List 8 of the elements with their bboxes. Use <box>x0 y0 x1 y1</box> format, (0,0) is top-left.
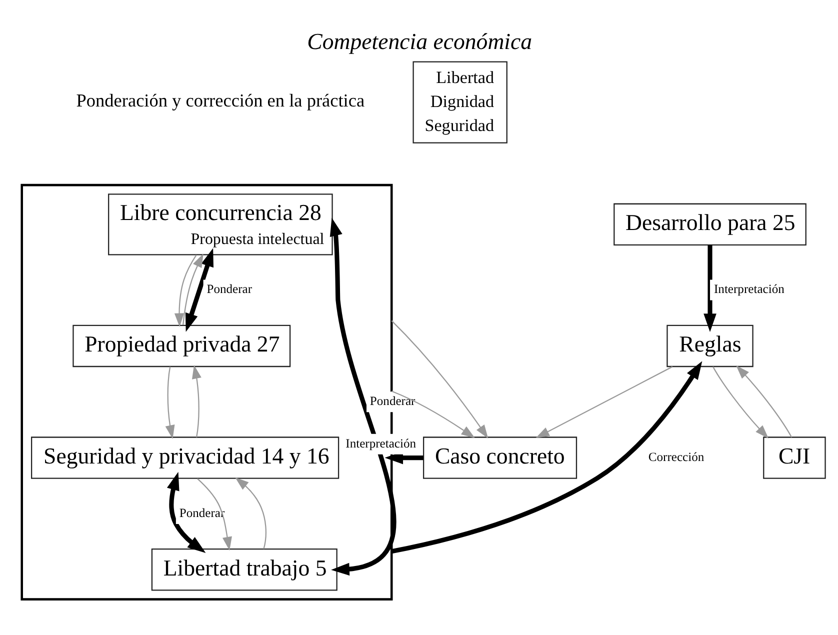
edge-label: Ponderar <box>206 282 252 296</box>
label: Ponderación y corrección en la práctica <box>76 90 365 110</box>
diagram-title: Competencia económica <box>307 28 532 54</box>
edge-label: Interpretación <box>346 436 416 450</box>
edge-label: Corrección <box>648 449 704 464</box>
edge-label: Ponderar <box>370 394 416 408</box>
edge-label: Interpretación <box>714 282 784 296</box>
edge-label: Ponderar <box>179 505 225 520</box>
